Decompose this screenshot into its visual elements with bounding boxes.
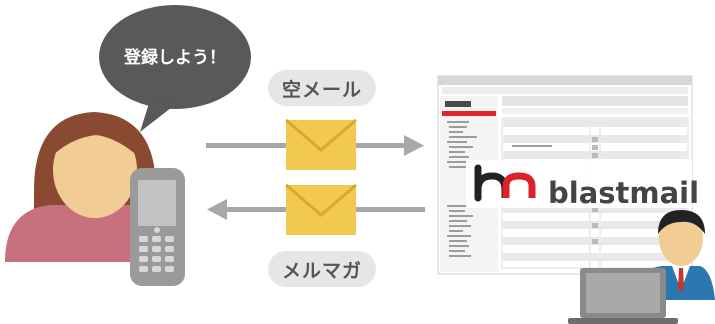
empty-mail-label: 空メール xyxy=(268,70,376,106)
blastmail-logo-icon xyxy=(474,164,536,202)
flip-phone-icon xyxy=(130,168,185,286)
newsletter-text: メルマガ xyxy=(281,259,362,282)
envelope-icon xyxy=(285,118,357,170)
laptop-icon xyxy=(568,268,678,324)
envelope-icon xyxy=(285,183,357,235)
newsletter-label: メルマガ xyxy=(268,251,376,287)
empty-mail-text: 空メール xyxy=(281,78,362,101)
speech-bubble xyxy=(99,5,251,132)
speech-bubble-text: 登録しよう！ xyxy=(124,48,226,68)
brand-name: blastmail xyxy=(548,176,700,210)
